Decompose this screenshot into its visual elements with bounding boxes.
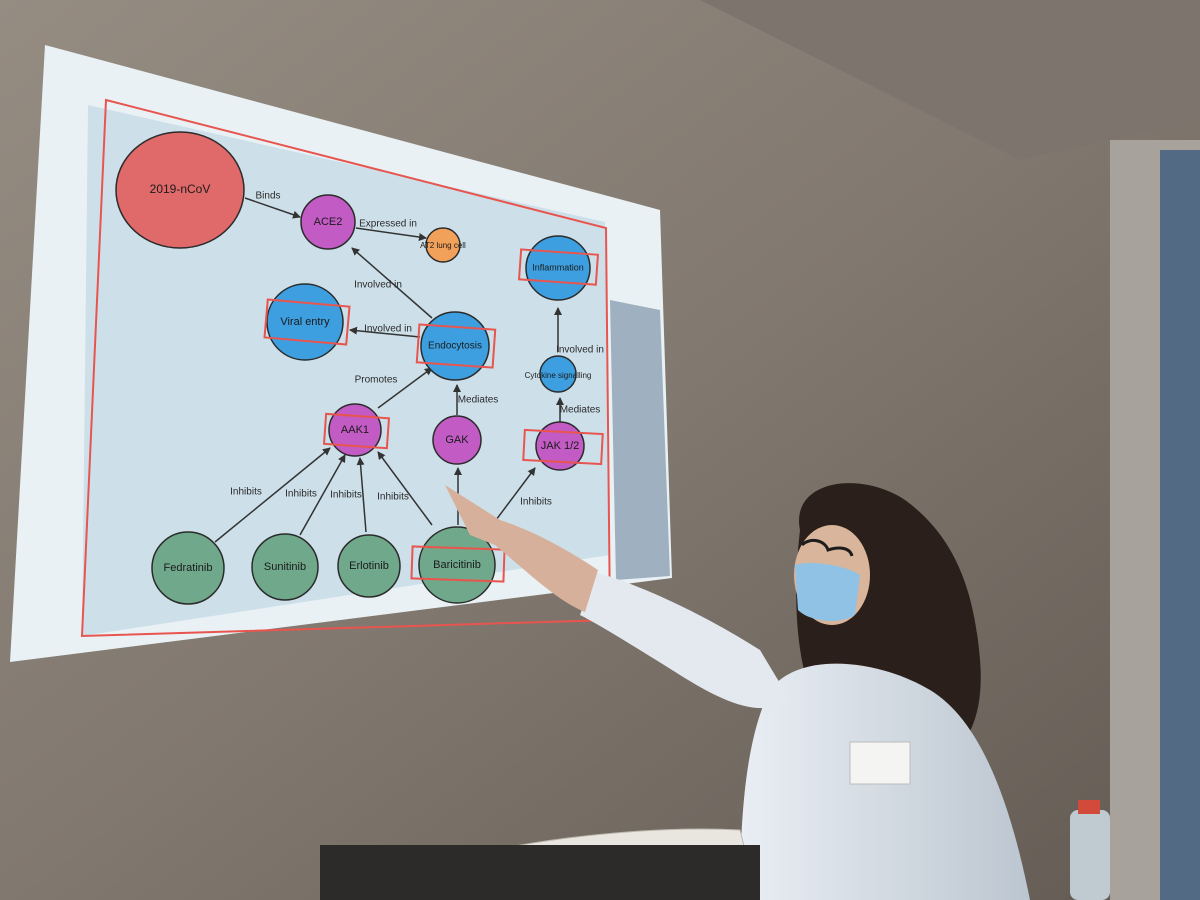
node-at2-label: AT2 lung cell bbox=[420, 241, 466, 250]
node-viral-entry-label: Viral entry bbox=[280, 316, 330, 328]
node-jak-label: JAK 1/2 bbox=[541, 440, 580, 452]
node-virus-shape bbox=[115, 131, 245, 249]
projected-slide: Binds Expressed in Involved in Involved … bbox=[10, 45, 672, 662]
node-fedratinib-label: Fedratinib bbox=[164, 562, 213, 574]
node-ace2: ACE2 bbox=[300, 194, 356, 250]
node-jak: JAK 1/2 bbox=[535, 421, 585, 471]
node-endocytosis-label: Endocytosis bbox=[428, 341, 482, 352]
highlight-box-endocytosis bbox=[415, 323, 497, 369]
node-cytokine: Cytokine signalling bbox=[525, 355, 592, 393]
nodes: 2019-nCoV ACE2 AT2 lung cell Inflammatio… bbox=[115, 131, 592, 605]
water-bottle bbox=[1070, 810, 1110, 900]
edge-label-involved-in-2: Involved in bbox=[364, 324, 412, 335]
presenter-hand bbox=[445, 485, 598, 612]
node-gak: GAK bbox=[432, 415, 482, 465]
edge-aak1-endocytosis bbox=[377, 367, 433, 409]
edge-binds bbox=[244, 197, 301, 219]
node-viral-entry: Viral entry bbox=[266, 283, 344, 361]
window bbox=[1160, 150, 1200, 900]
node-erlotinib-shape bbox=[337, 534, 401, 598]
edge-label-mediates-2: Mediates bbox=[560, 405, 601, 416]
node-viral-entry-shape bbox=[266, 283, 344, 361]
node-baricitinib: Baricitinib bbox=[418, 526, 496, 604]
edge-endocytosis-ace2 bbox=[351, 247, 433, 319]
node-virus-label: 2019-nCoV bbox=[150, 182, 211, 196]
presenter-arm bbox=[580, 572, 790, 709]
highlight-box-inflammation bbox=[517, 248, 600, 286]
face-mask bbox=[795, 563, 860, 622]
node-baricitinib-label: Baricitinib bbox=[433, 559, 481, 571]
edge-labels: Binds Expressed in Involved in Involved … bbox=[230, 191, 604, 508]
slide-side-band bbox=[610, 300, 670, 580]
edge-erlotinib-aak1 bbox=[356, 457, 367, 533]
node-ace2-label: ACE2 bbox=[314, 216, 343, 228]
binder-stack bbox=[320, 845, 760, 900]
edge-label-inhibits-5: Inhibits bbox=[520, 497, 552, 508]
node-cytokine-label: Cytokine signalling bbox=[525, 371, 592, 380]
node-inflammation: Inflammation bbox=[525, 235, 591, 301]
edge-label-inhibits-4: Inhibits bbox=[377, 492, 409, 503]
node-virus: 2019-nCoV bbox=[115, 131, 245, 249]
edge-baricitinib-aak1 bbox=[377, 451, 433, 526]
presenter bbox=[445, 483, 1030, 900]
node-jak-shape bbox=[535, 421, 585, 471]
node-fedratinib-shape bbox=[151, 531, 225, 605]
id-badge bbox=[849, 741, 911, 785]
node-inflammation-label: Inflammation bbox=[532, 262, 584, 272]
foreground-objects bbox=[320, 800, 1110, 900]
glasses bbox=[800, 538, 854, 557]
highlight-box-aak1 bbox=[322, 412, 391, 450]
edge-baricitinib-jak bbox=[489, 467, 536, 529]
node-aak1-label: AAK1 bbox=[341, 424, 369, 436]
node-at2-shape bbox=[425, 227, 461, 263]
highlight-box-jak bbox=[522, 428, 604, 466]
node-erlotinib-label: Erlotinib bbox=[349, 560, 389, 572]
edge-label-mediates-1: Mediates bbox=[458, 395, 499, 406]
node-at2: AT2 lung cell bbox=[420, 227, 466, 263]
highlight-boxes bbox=[263, 248, 604, 583]
node-fedratinib: Fedratinib bbox=[151, 531, 225, 605]
node-ace2-shape bbox=[300, 194, 356, 250]
node-gak-shape bbox=[432, 415, 482, 465]
edge-endocytosis-viral-entry bbox=[349, 326, 421, 338]
edge-label-promotes: Promotes bbox=[355, 375, 398, 386]
edge-label-expressed-in: Expressed in bbox=[359, 219, 417, 230]
edge-fedratinib-aak1 bbox=[214, 447, 331, 543]
highlight-box-viral-entry bbox=[263, 298, 351, 346]
node-sunitinib-shape bbox=[251, 533, 319, 601]
edge-label-inhibits-1: Inhibits bbox=[230, 487, 262, 498]
node-endocytosis: Endocytosis bbox=[420, 311, 490, 381]
highlight-box-baricitinib bbox=[410, 545, 506, 583]
edge-label-inhibits-3: Inhibits bbox=[330, 490, 362, 501]
ceiling bbox=[700, 0, 1200, 160]
edge-label-involved-in-1: Involved in bbox=[354, 280, 402, 291]
edge-label-binds: Binds bbox=[255, 191, 280, 202]
edge-expressed-in bbox=[355, 227, 427, 241]
edge-label-involved-in-3: Involved in bbox=[556, 345, 604, 356]
node-gak-label: GAK bbox=[445, 434, 469, 446]
node-cytokine-shape bbox=[539, 355, 577, 393]
edge-label-inhibits-2: Inhibits bbox=[285, 489, 317, 500]
node-sunitinib: Sunitinib bbox=[251, 533, 319, 601]
edges bbox=[214, 197, 564, 543]
water-bottle-cap bbox=[1078, 800, 1100, 814]
node-sunitinib-label: Sunitinib bbox=[264, 561, 306, 573]
node-baricitinib-shape bbox=[418, 526, 496, 604]
node-erlotinib: Erlotinib bbox=[337, 534, 401, 598]
edge-sunitinib-aak1 bbox=[299, 454, 346, 536]
